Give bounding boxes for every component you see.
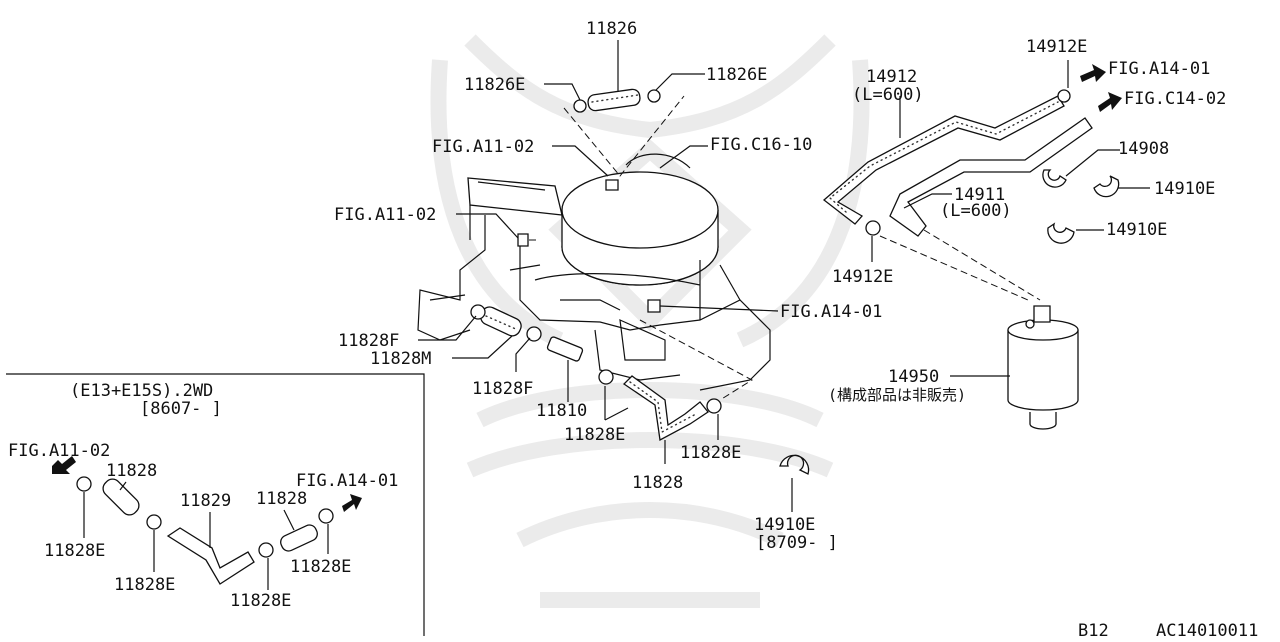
inset-date: [8607- ] (140, 399, 222, 419)
inset-label-11829: 11829 (180, 491, 231, 511)
inset-label-11828e-a: 11828E (44, 541, 105, 561)
label-11828m: 11828M (370, 349, 431, 369)
hose-14911 (865, 117, 1093, 237)
inset-panel: (E13+E15S).2WD [8607- ] FIG.A11-02 FIG.A… (6, 373, 425, 636)
dashed-connector-top (563, 95, 685, 177)
label-11826: 11826 (586, 19, 637, 39)
label-14950: 14950 (888, 367, 939, 387)
label-fig-a1102-left: FIG.A11-02 (334, 205, 436, 225)
engine-block (417, 215, 771, 391)
canister-14950 (1007, 305, 1079, 430)
inset-hose-11829 (166, 527, 255, 585)
label-11828e-a: 11828E (564, 425, 625, 445)
label-11828f-bottom: 11828F (472, 379, 533, 399)
hose-11826 (573, 88, 661, 113)
inset-clamp-c (258, 542, 274, 558)
label-14911-length: (L=600) (940, 201, 1012, 221)
inset-label-11828e-b: 11828E (114, 575, 175, 595)
inset-clamp-b (146, 514, 162, 530)
inset-label-11828e-d: 11828E (230, 591, 291, 611)
label-14950-note: (構成部品は非販売) (828, 386, 966, 404)
inset-clamp-a (76, 476, 92, 492)
label-11828: 11828 (632, 473, 683, 493)
label-11826e-right: 11826E (706, 65, 767, 85)
inset-arrow-left-icon (52, 456, 76, 474)
label-11828f-top: 11828F (338, 331, 399, 351)
footer-section: B12 (1078, 621, 1109, 638)
label-14912: 14912 (866, 67, 917, 87)
label-fig-c1610: FIG.C16-10 (710, 135, 812, 155)
inset-arrow-right-icon (342, 494, 362, 512)
label-14912e-bottom: 14912E (832, 267, 893, 287)
inset-label-11828-b: 11828 (256, 489, 307, 509)
air-cleaner (561, 153, 719, 286)
label-14910e-c-date: [8709- ] (756, 533, 838, 553)
label-14910e-b: 14910E (1106, 220, 1167, 240)
label-fig-a1102-top: FIG.A11-02 (432, 137, 534, 157)
label-14912e-top: 14912E (1026, 37, 1087, 57)
clamp-14910e-c (779, 454, 810, 475)
label-14912-length: (L=600) (852, 85, 924, 105)
dash-a1401-mid (639, 319, 753, 401)
dash-14911-canister (923, 229, 1041, 301)
label-14910e-a: 14910E (1154, 179, 1215, 199)
label-fig-c1402: FIG.C14-02 (1124, 89, 1226, 109)
clamp-14910e-a (1093, 175, 1120, 198)
label-11810: 11810 (536, 401, 587, 421)
label-14908: 14908 (1118, 139, 1169, 159)
inset-hose-11828-a (102, 478, 140, 516)
label-14910e-c: 14910E (754, 515, 815, 535)
fitting-a1102-top (605, 179, 619, 191)
leader-lines (418, 40, 1150, 512)
inset-title: (E13+E15S).2WD (70, 381, 213, 401)
dash-14912-canister (879, 235, 1029, 301)
footer-code: AC14010011 (1156, 621, 1258, 638)
hose-chain-11828 (470, 304, 722, 442)
inset-label-11828e-c: 11828E (290, 557, 351, 577)
label-fig-a1401-top: FIG.A14-01 (1108, 59, 1210, 79)
label-14911: 14911 (954, 185, 1005, 205)
label-fig-a1401-mid: FIG.A14-01 (780, 302, 882, 322)
inset-label-11828-a: 11828 (106, 461, 157, 481)
clamp-14910e-b (1047, 222, 1075, 244)
inset-hose-11828-b (280, 524, 318, 552)
label-11826e-left: 11826E (464, 75, 525, 95)
label-11828e-b: 11828E (680, 443, 741, 463)
inset-label-fig-a1401: FIG.A14-01 (296, 471, 398, 491)
fitting-a1401-mid (647, 299, 661, 313)
fitting-a1102-left (517, 233, 529, 247)
arrow-a1401-icon (1080, 64, 1106, 82)
intake-duct (467, 177, 563, 240)
inset-label-fig-a1102: FIG.A11-02 (8, 441, 110, 461)
clamp-14908 (1042, 169, 1067, 188)
inset-clamp-d (318, 508, 334, 524)
arrow-c1402-icon (1098, 92, 1122, 112)
hose-14912 (822, 89, 1071, 225)
